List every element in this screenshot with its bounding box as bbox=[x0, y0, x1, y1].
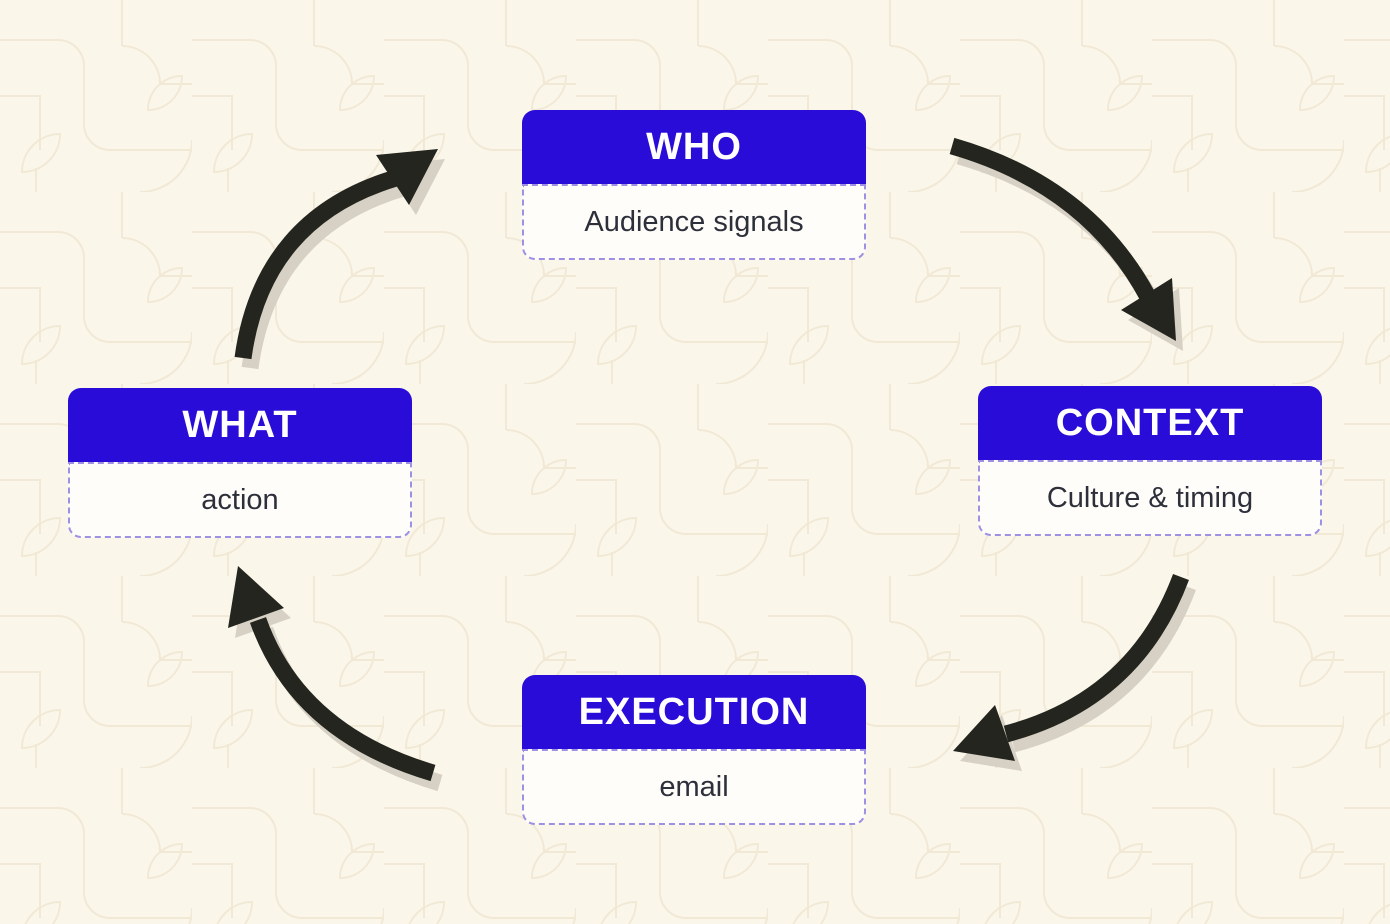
node-what-header: WHAT bbox=[68, 388, 412, 462]
node-what-label: WHAT bbox=[182, 403, 298, 446]
node-who-value: Audience signals bbox=[584, 205, 804, 238]
node-context-header: CONTEXT bbox=[978, 386, 1322, 460]
node-who-label: WHO bbox=[646, 125, 742, 168]
arrow-execution-to-what bbox=[228, 566, 443, 792]
node-execution-label: EXECUTION bbox=[578, 690, 810, 733]
node-who-header: WHO bbox=[522, 110, 866, 184]
node-who: WHO Audience signals bbox=[522, 110, 866, 260]
node-what: WHAT action bbox=[68, 388, 412, 538]
node-context: CONTEXT Culture & timing bbox=[978, 386, 1322, 536]
node-execution-header: EXECUTION bbox=[522, 675, 866, 749]
node-execution-value: email bbox=[659, 770, 729, 803]
node-what-value: action bbox=[201, 483, 279, 516]
arrow-who-to-context bbox=[949, 137, 1183, 351]
node-who-body: Audience signals bbox=[522, 184, 866, 260]
node-what-body: action bbox=[68, 462, 412, 538]
node-context-label: CONTEXT bbox=[1055, 401, 1245, 444]
arrow-what-to-who bbox=[234, 149, 445, 370]
node-execution: EXECUTION email bbox=[522, 675, 866, 825]
node-execution-body: email bbox=[522, 749, 866, 825]
node-context-value: Culture & timing bbox=[1046, 481, 1254, 514]
node-context-body: Culture & timing bbox=[978, 460, 1322, 536]
arrow-context-to-execution bbox=[953, 574, 1196, 771]
